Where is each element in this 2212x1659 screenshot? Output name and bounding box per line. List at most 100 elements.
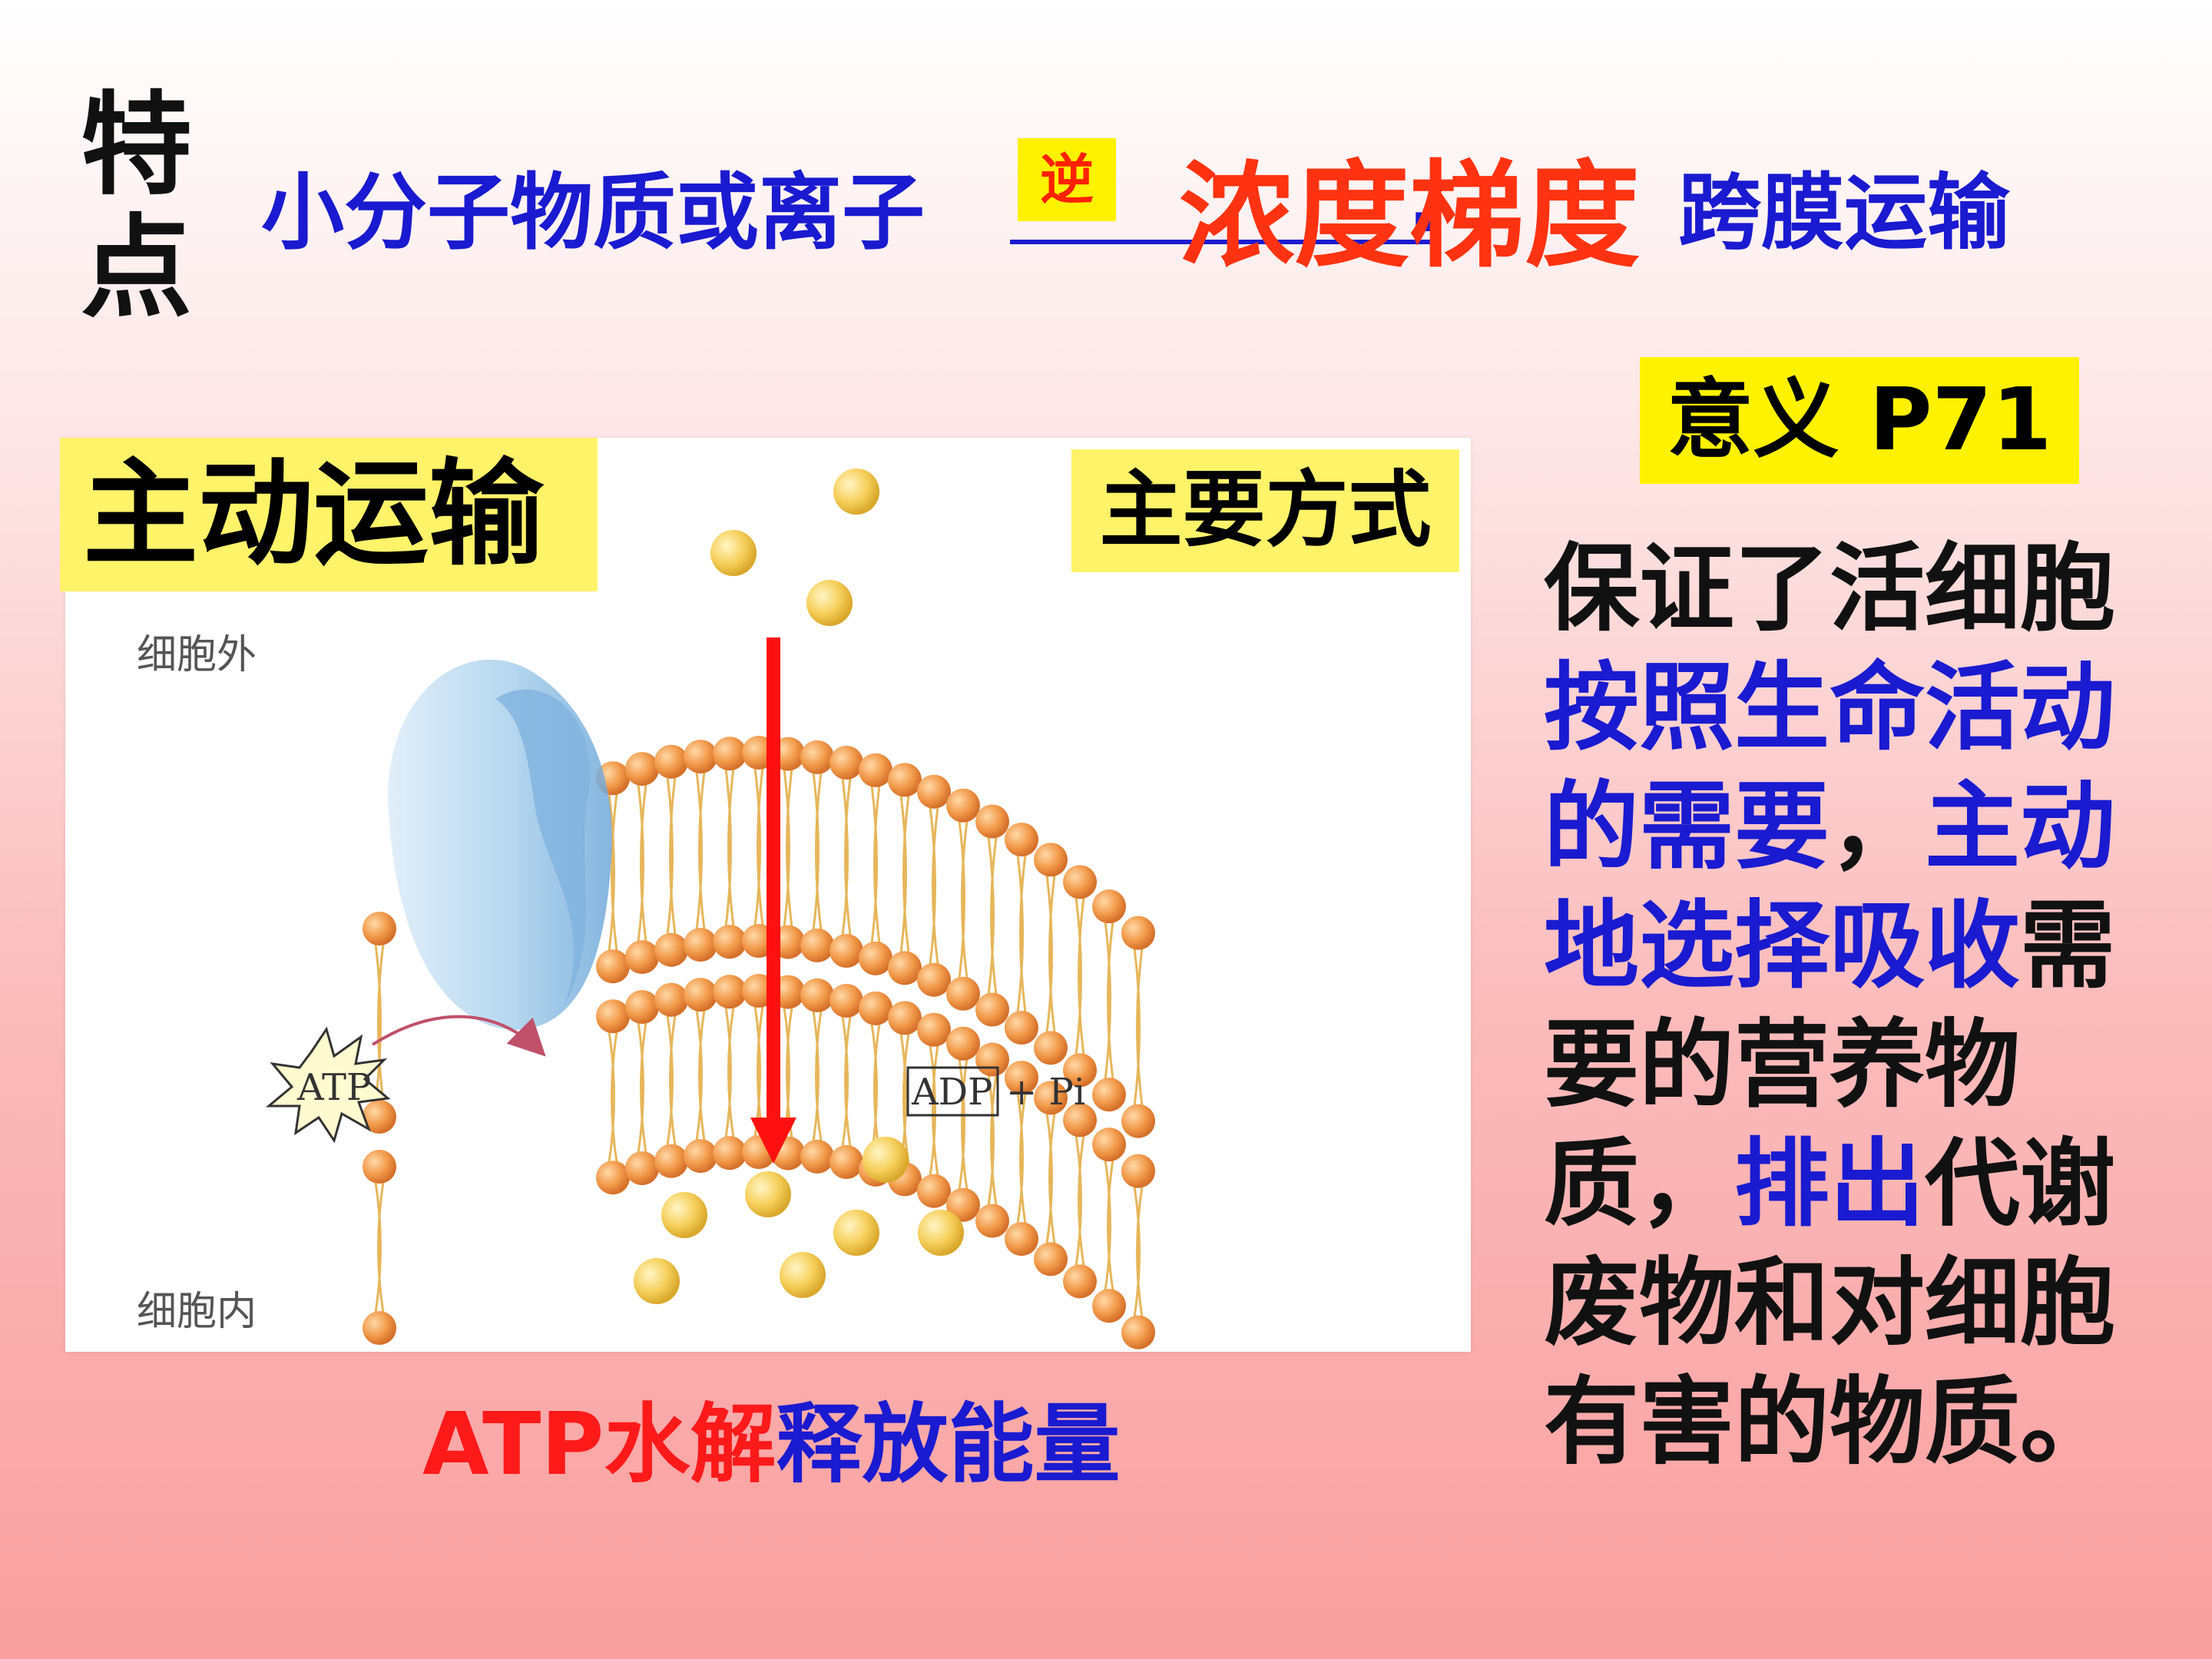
lipid-tail [961,820,969,979]
lipid-head [830,1145,863,1180]
lipid-head [946,976,980,1011]
lipid-tail [637,783,644,942]
lipid-tail [1107,1159,1114,1291]
lipid-head [625,990,659,1025]
lipid-tail [990,1075,998,1206]
solute-particle [863,1137,909,1183]
lipid-tail [608,793,615,952]
meaning-segment: 主动地选择吸收 [1544,772,2116,1002]
lipid-tail [902,1033,910,1164]
lipid-tail [783,769,790,927]
blank-dots: . [1406,138,1444,255]
lipid-tail [1078,1135,1085,1267]
lipid-tail [727,1006,735,1138]
lipid-tail [724,1006,732,1138]
lipid-tail [815,1010,823,1142]
lipid-head [713,1136,747,1171]
solute-particle [710,530,757,576]
lipid-tail [870,785,878,944]
lipid-tail [695,1009,703,1141]
lipid-head [888,951,922,985]
lipid-head [975,804,1009,839]
gradient-text: 浓度梯度 [1179,150,1641,283]
lipid-tail [873,785,881,944]
solute-particle [780,1252,826,1298]
lipid-head [1121,1104,1155,1138]
lipid-tail [1133,1186,1141,1317]
lipid-tail [1104,921,1111,1080]
main-mode-label: 主要方式 [1071,449,1459,572]
atp-caption: ATP水解释放能量 [422,1375,1120,1499]
reaction-arrow [371,1015,546,1057]
lipid-tail [990,836,998,995]
lipid-tail [1019,854,1027,1013]
lipid-head [1092,889,1126,924]
lipid-tail [374,943,382,1102]
transport-protein-front [495,689,591,1006]
lipid-tail [870,1023,878,1155]
lipid-tail [987,836,995,995]
lipid-head [1063,1264,1097,1299]
lipid-head [363,1311,396,1346]
lipid-tail [932,1045,939,1176]
membrane-svg: ATP ADP + Pi [265,469,1155,1349]
lipid-head [1063,865,1097,899]
lipid-tail [899,795,907,953]
lipid-head [1034,1081,1068,1115]
adp-label: ADP [911,1071,992,1114]
feature-label: 特点 [81,81,192,333]
lipid-head [684,1139,717,1174]
suffix-text: 跨膜运输 [1678,165,2011,261]
lipid-tail [669,1015,677,1146]
lipid-tail [608,1031,615,1163]
lipid-head [1092,1289,1126,1323]
lipid-head [800,978,834,1012]
lipid-tail [958,1058,965,1190]
lipid-head [596,949,630,984]
lipid-tail [844,777,852,936]
lipid-head [917,1174,951,1208]
lipid-head [859,991,892,1025]
meaning-badge: 意义 P71 [1640,357,2079,484]
lipid-tail [727,768,735,927]
meaning-text: 保证了活细胞按照生命活动的需要，主动地选择吸收需要的营养物质，排出代谢废物和对细… [1544,530,2181,1482]
lipid-head [625,752,659,786]
membrane-diagram: ATP ADP + Pi [65,438,1471,1352]
lipid-head [946,788,980,823]
lipid-tail [841,1015,849,1147]
lipid-tail [844,1015,852,1147]
lipid-tail [698,1009,706,1141]
solute-particles [634,469,964,1304]
lipid-tail [669,777,677,935]
lipid-head [625,1151,659,1186]
lipid-head [1121,1315,1155,1349]
lipid-head [917,774,951,809]
solute-particle [918,1210,964,1256]
lipid-head [946,1187,980,1222]
lipid-head [363,1100,396,1134]
meaning-segment: 排出 [1734,1129,1926,1240]
lipid-tail [1045,1113,1053,1244]
lipid-tail [1136,1186,1144,1317]
lipid-tail [1045,875,1053,1033]
lipid-head [975,1204,1009,1238]
lipid-head [830,934,863,969]
lipid-head [800,740,834,774]
pi-label: + Pi [1006,1071,1085,1114]
blank-underline [1010,240,1436,244]
lipid-tail [611,793,618,952]
lipid-tail [1075,1135,1082,1267]
lipid-tail [815,772,823,931]
lipid-head [1005,1011,1038,1045]
solute-particle [806,580,853,626]
lipid-head [1005,1061,1038,1095]
lipid-tail [1048,1113,1056,1244]
solute-particle [833,469,879,515]
lipid-head [1121,1154,1155,1188]
lipid-head [946,1026,980,1061]
lipid-head [684,978,717,1012]
lipid-head [596,1161,630,1195]
lipid-head [1034,843,1068,877]
solute-particle [833,1210,879,1256]
lipid-head [975,992,1009,1027]
